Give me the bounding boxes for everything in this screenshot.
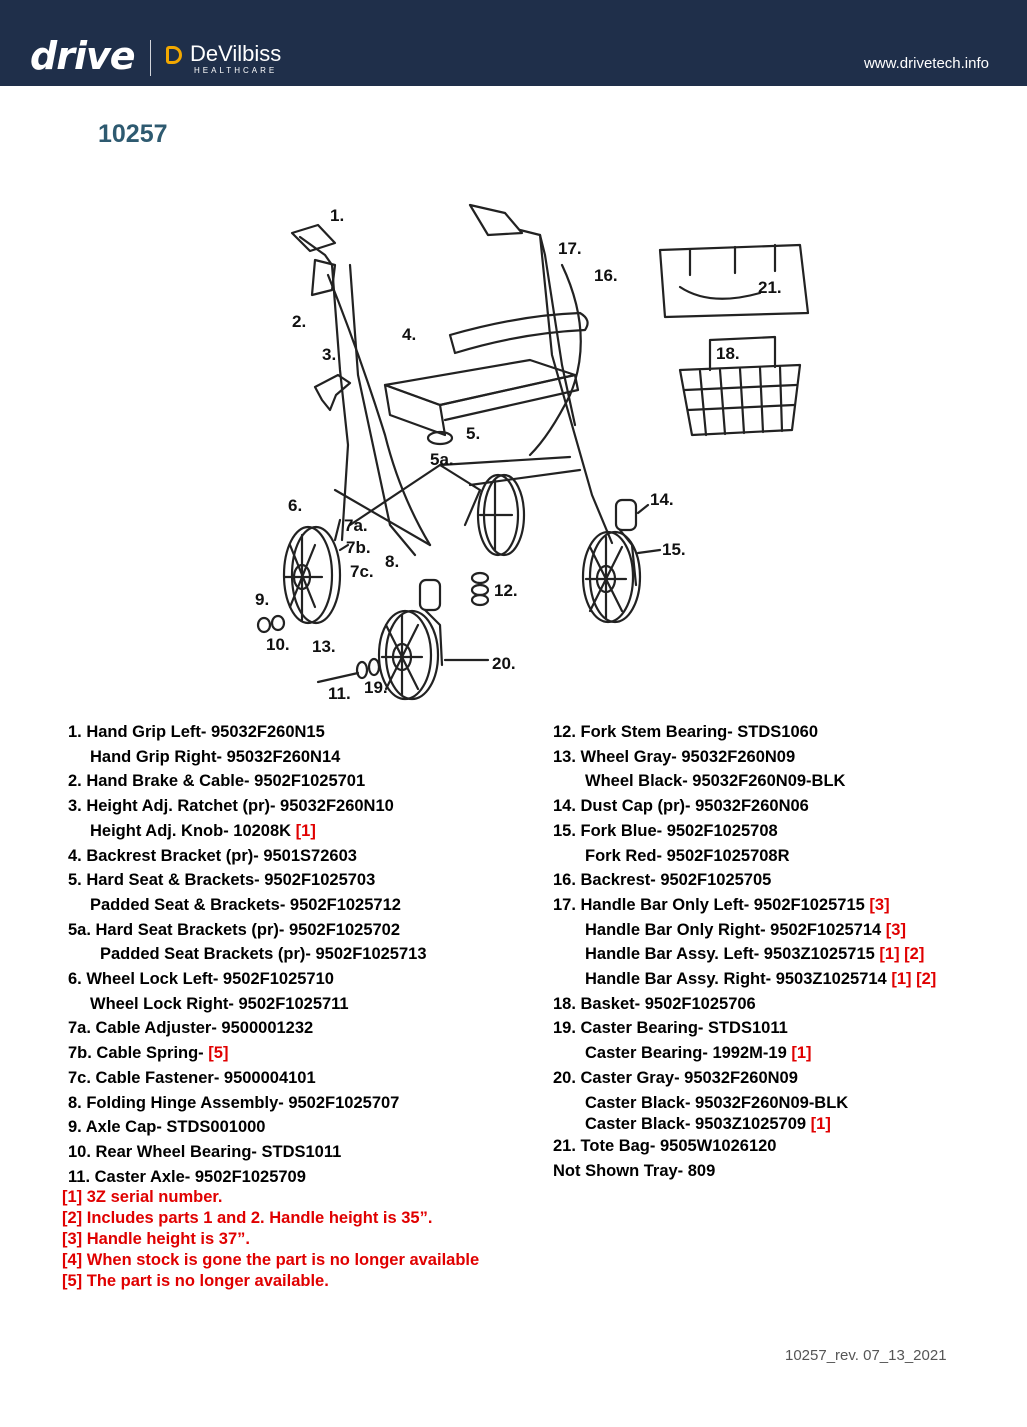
devilbiss-logo-icon [166, 46, 182, 64]
note-ref: [3] [885, 920, 906, 939]
drive-logo: drive [30, 34, 136, 78]
note-ref: [1] [2] [891, 970, 937, 989]
callout-label: 19. [364, 678, 388, 697]
callout-label: 7a. [344, 516, 368, 535]
website-url[interactable]: www.drivetech.info [863, 55, 989, 72]
callout-label: 7b. [346, 538, 371, 557]
callout-label: 12. [494, 581, 518, 600]
callout-label: 11. [328, 684, 351, 703]
part-line: 11. Caster Axle- 9502F1025709 [68, 1167, 306, 1186]
note-ref: [3] [869, 895, 890, 914]
note-ref: [1] [2] [879, 945, 925, 964]
part-line: 9. Axle Cap- STDS001000 [68, 1118, 266, 1137]
note-ref: [5] [208, 1044, 229, 1063]
callout-label: 9. [255, 590, 269, 609]
part-line: 19. Caster Bearing- STDS1011 [553, 1019, 788, 1038]
logo-divider [150, 40, 151, 76]
callout-label: 18. [716, 344, 740, 363]
part-line: 12. Fork Stem Bearing- STDS1060 [553, 723, 819, 741]
part-line: 18. Basket- 9502F1025706 [553, 994, 756, 1013]
callout-label: 17. [558, 239, 582, 258]
callout-label: 21. [758, 278, 782, 297]
part-line: Height Adj. Knob- 10208K [1] [90, 821, 316, 840]
footnote: [1] 3Z serial number. [62, 1188, 223, 1206]
part-line: 7a. Cable Adjuster- 9500001232 [68, 1019, 314, 1038]
footnote: [3] Handle height is 37”. [62, 1230, 250, 1248]
part-line: Caster Black- 9503Z1025709 [1] [585, 1115, 831, 1134]
callout-label: 15. [662, 540, 686, 559]
part-line: 2. Hand Brake & Cable- 9502F1025701 [68, 772, 366, 791]
part-line: Caster Black- 95032F260N09-BLK [585, 1093, 849, 1112]
parts-list-right: 12. Fork Stem Bearing- STDS1060 13. Whee… [553, 720, 936, 1184]
part-line: Wheel Black- 95032F260N09-BLK [585, 772, 846, 791]
callout-label: 16. [594, 266, 618, 285]
part-line: 10. Rear Wheel Bearing- STDS1011 [68, 1142, 342, 1161]
part-line: 3. Height Adj. Ratchet (pr)- 95032F260N1… [68, 797, 394, 816]
part-line: 15. Fork Blue- 9502F1025708 [553, 821, 778, 840]
note-ref: [1] [791, 1044, 812, 1063]
part-line: 5. Hard Seat & Brackets- 9502F1025703 [68, 871, 376, 890]
exploded-parts-diagram: 1. 2. 3. 4. 5. 5a. 6. 7a. 7b. 7c. 8. 9. … [255, 203, 810, 703]
footnote: [5] The part is no longer available. [62, 1272, 329, 1290]
part-line: 7c. Cable Fastener- 9500004101 [68, 1068, 316, 1087]
part-line: 1. Hand Grip Left- 95032F260N15 [68, 723, 325, 741]
part-line: 8. Folding Hinge Assembly- 9502F1025707 [68, 1093, 400, 1112]
part-line: Handle Bar Assy. Right- 9503Z1025714 [1]… [585, 970, 937, 989]
callout-label: 20. [492, 654, 516, 673]
callout-label: 7c. [350, 562, 374, 581]
callout-label: 5a. [430, 450, 454, 469]
footnote: [2] Includes parts 1 and 2. Handle heigh… [62, 1209, 433, 1227]
callout-label: 2. [292, 312, 306, 331]
part-line: 5a. Hard Seat Brackets (pr)- 9502F102570… [68, 920, 401, 939]
callout-label: 8. [385, 552, 399, 571]
part-line: 4. Backrest Bracket (pr)- 9501S72603 [68, 846, 357, 865]
part-line: Not Shown Tray- 809 [553, 1161, 716, 1180]
callout-label: 1. [330, 206, 344, 225]
devilbiss-logo-subtitle: HEALTHCARE [194, 66, 278, 75]
part-line: 7b. Cable Spring- [5] [68, 1044, 229, 1063]
callout-label: 14. [650, 490, 674, 509]
footnotes: [1] 3Z serial number. [2] Includes parts… [62, 1187, 479, 1292]
part-line: 20. Caster Gray- 95032F260N09 [553, 1068, 798, 1087]
callout-label: 6. [288, 496, 302, 515]
part-line: Padded Seat & Brackets- 9502F1025712 [90, 895, 401, 914]
part-line: Caster Bearing- 1992M-19 [1] [585, 1044, 812, 1063]
part-line: 16. Backrest- 9502F1025705 [553, 871, 772, 890]
part-line: Handle Bar Only Right- 9502F1025714 [3] [585, 920, 906, 939]
page-title: 10257 [98, 120, 168, 148]
part-line: 6. Wheel Lock Left- 9502F1025710 [68, 970, 334, 989]
part-line: Handle Bar Assy. Left- 9503Z1025715 [1] … [585, 945, 925, 964]
part-line: Hand Grip Right- 95032F260N14 [90, 747, 341, 766]
part-line: 13. Wheel Gray- 95032F260N09 [553, 747, 796, 766]
part-line: Padded Seat Brackets (pr)- 9502F1025713 [100, 945, 427, 964]
page-header: drive DeVilbiss HEALTHCARE www.drivetech… [0, 0, 1027, 86]
part-line: 21. Tote Bag- 9505W1026120 [553, 1137, 777, 1156]
part-line: Wheel Lock Right- 9502F1025711 [90, 994, 349, 1013]
callout-label: 5. [466, 424, 480, 443]
footnote: [4] When stock is gone the part is no lo… [62, 1251, 480, 1269]
part-line: 14. Dust Cap (pr)- 95032F260N06 [553, 797, 809, 816]
devilbiss-logo-name: DeVilbiss [190, 41, 282, 66]
callout-label: 3. [322, 345, 336, 364]
revision-footer: 10257_rev. 07_13_2021 [785, 1347, 947, 1364]
note-ref: [1] [295, 821, 316, 840]
part-line: 17. Handle Bar Only Left- 9502F1025715 [… [553, 895, 890, 914]
callout-label: 10. [266, 635, 290, 654]
parts-list-left: 1. Hand Grip Left- 95032F260N15 Hand Gri… [68, 720, 427, 1189]
callout-label: 4. [402, 325, 416, 344]
note-ref: [1] [810, 1115, 831, 1134]
part-line: Fork Red- 9502F1025708R [585, 846, 790, 865]
callout-label: 13. [312, 637, 336, 656]
